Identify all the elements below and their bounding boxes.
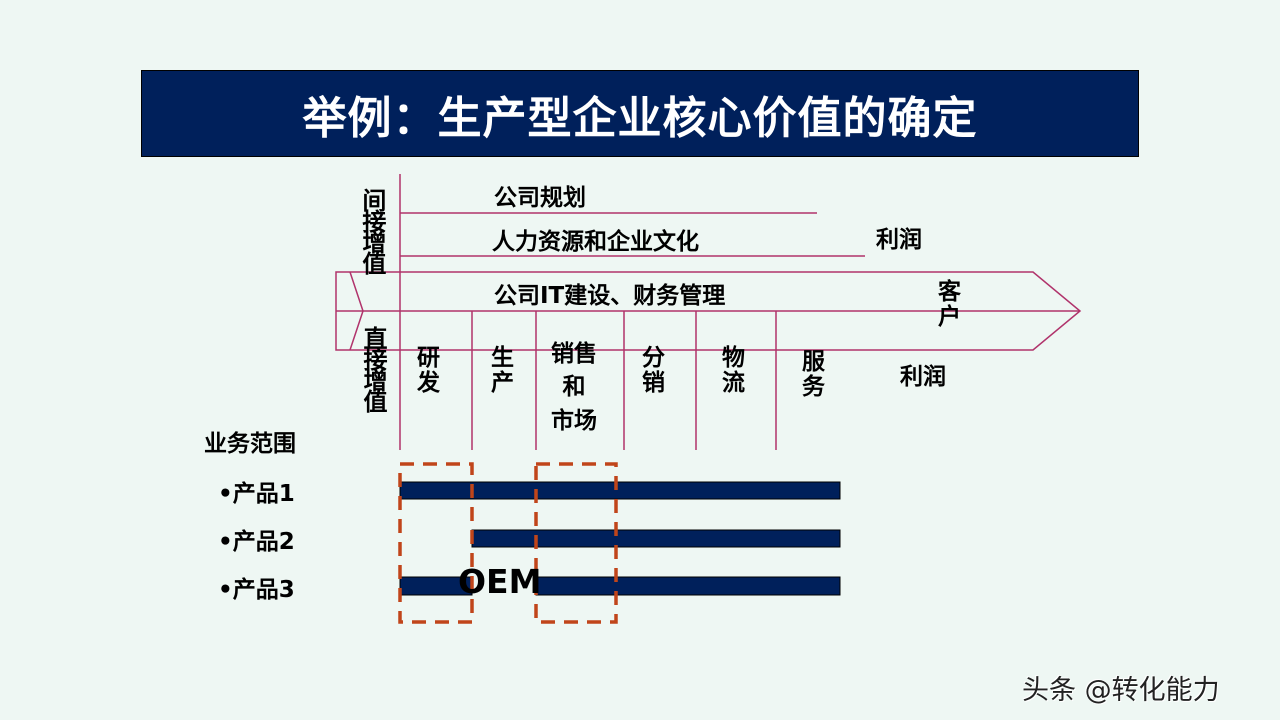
- stage-service: 服 务: [802, 350, 825, 400]
- bar-product-1: [399, 481, 841, 500]
- stage-text: 服: [802, 349, 825, 375]
- scope-heading: 业务范围: [204, 431, 296, 457]
- direct-value-label: 直接增值: [356, 326, 391, 416]
- stage-text: 研: [417, 345, 440, 371]
- direct-profit-label: 利润: [900, 364, 946, 390]
- stage-sales-marketing: 销售 和 市场: [551, 338, 597, 438]
- page-title: 举例：生产型企业核心价值的确定: [302, 92, 978, 144]
- stage-rd: 研 发: [417, 346, 440, 396]
- highlight-box-rd: [398, 462, 474, 624]
- stage-text: 务: [802, 373, 825, 400]
- product-2-label: •产品2: [218, 529, 295, 555]
- indirect-row-hr-culture: 人力资源和企业文化: [492, 229, 699, 255]
- bar-product-2: [471, 529, 841, 548]
- highlight-box-sales: [534, 462, 618, 624]
- customer-char-2: 户: [938, 303, 961, 330]
- stage-text: 销售: [551, 341, 597, 367]
- stage-production: 生 产: [491, 346, 514, 396]
- stage-text: 销: [642, 369, 665, 396]
- stage-text: 和: [562, 374, 586, 401]
- stage-text: 产: [491, 369, 514, 396]
- stage-text: 市场: [551, 407, 597, 434]
- product-1-label: •产品1: [218, 481, 295, 507]
- indirect-value-text: 间接增值: [357, 188, 386, 272]
- watermark: 头条 @转化能力: [1022, 675, 1220, 706]
- stage-logistics: 物 流: [722, 346, 745, 396]
- direct-value-text: 直接增值: [359, 326, 387, 410]
- indirect-row-it-finance: 公司IT建设、财务管理: [494, 283, 726, 309]
- bar-product-3-sales: [535, 576, 841, 596]
- customer-label: 客 户: [938, 280, 961, 330]
- oem-label: OEM: [458, 562, 542, 601]
- customer-char-1: 客: [938, 279, 961, 305]
- stage-text: 发: [417, 369, 440, 396]
- value-chain-arrow: [335, 271, 1082, 351]
- title-banner: 举例：生产型企业核心价值的确定: [141, 70, 1139, 157]
- stage-distribution: 分 销: [642, 346, 665, 396]
- stage-text: 分: [642, 345, 665, 371]
- stage-text: 流: [722, 369, 745, 396]
- indirect-profit-label: 利润: [876, 227, 922, 253]
- product-3-label: •产品3: [218, 577, 295, 603]
- indirect-row-planning: 公司规划: [494, 185, 586, 211]
- stage-text: 物: [722, 345, 745, 371]
- indirect-value-label: 间接增值: [357, 188, 386, 272]
- stage-text: 生: [491, 345, 514, 371]
